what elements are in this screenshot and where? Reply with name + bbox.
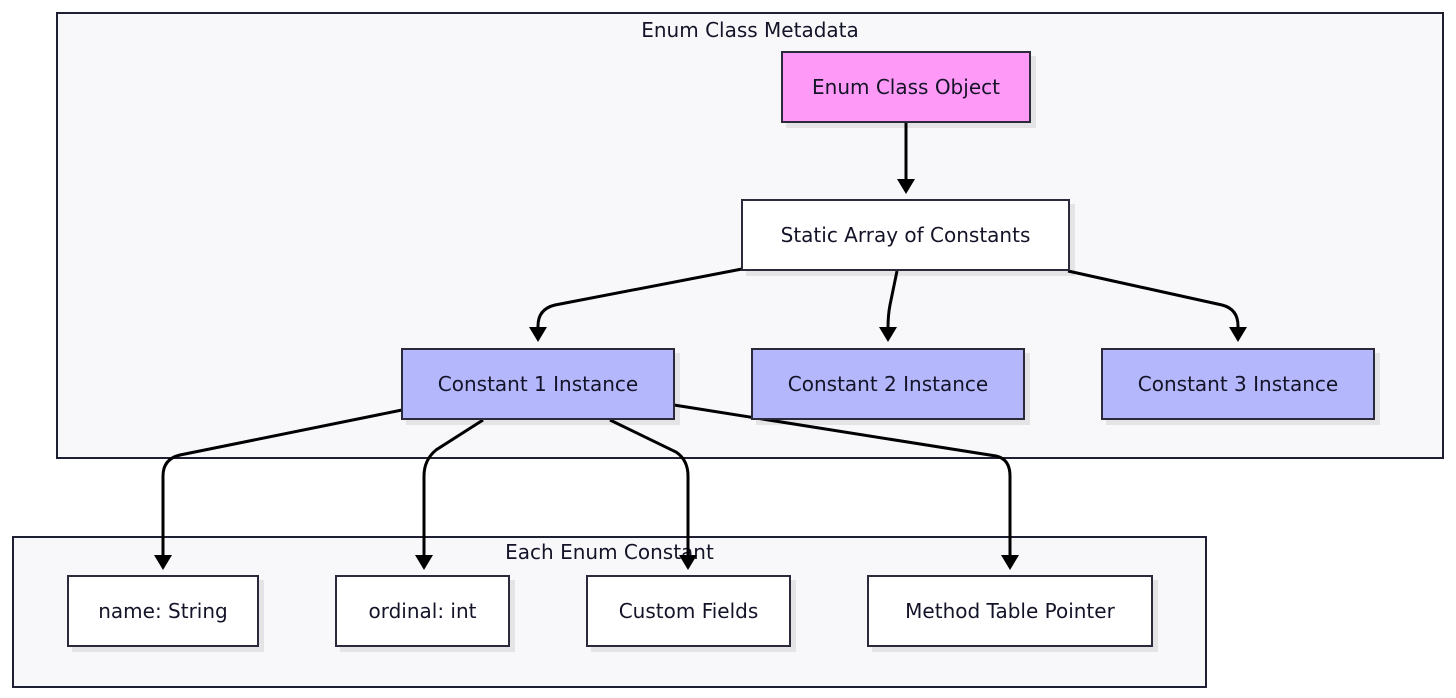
node-constant-3-instance: Constant 3 Instance bbox=[1101, 348, 1375, 420]
node-method-table-pointer: Method Table Pointer bbox=[867, 575, 1153, 647]
node-static-array-of-constants: Static Array of Constants bbox=[741, 199, 1070, 271]
node-custom-fields: Custom Fields bbox=[586, 575, 791, 647]
node-constant-2-instance: Constant 2 Instance bbox=[751, 348, 1025, 420]
node-enum-class-object: Enum Class Object bbox=[781, 51, 1031, 123]
node-constant-1-instance: Constant 1 Instance bbox=[401, 348, 675, 420]
cluster-title-each-enum-constant: Each Enum Constant bbox=[505, 540, 714, 564]
node-ordinal-int: ordinal: int bbox=[335, 575, 510, 647]
cluster-title-enum-class-metadata: Enum Class Metadata bbox=[641, 18, 859, 42]
node-name-string: name: String bbox=[67, 575, 259, 647]
